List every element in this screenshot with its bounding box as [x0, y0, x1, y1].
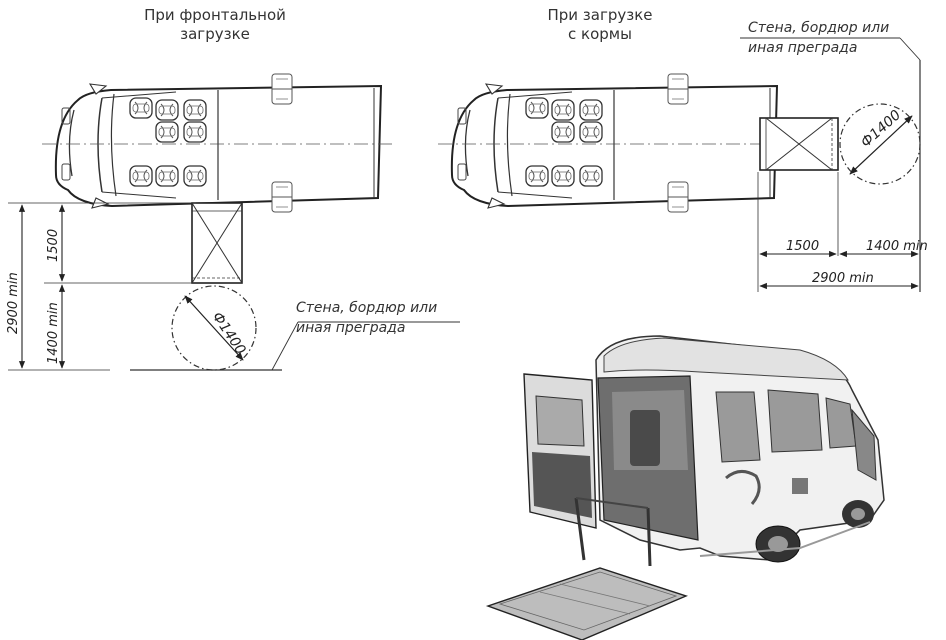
rear-dimension-lines: 1500 1400 min 2900 min	[757, 172, 928, 292]
rear-obstacle-note: Стена, бордюр или иная преграда	[748, 18, 889, 58]
front-obstacle-note: Стена, бордюр или иная преграда	[296, 298, 437, 338]
rear-dim-turn: 1400 min	[866, 239, 928, 254]
rear-obstacle-line	[740, 37, 921, 292]
front-caption-line2: загрузке	[180, 25, 250, 43]
front-dimension-lines: 1500 1400 min 2900 min	[6, 202, 196, 371]
front-loading-caption: При фронтальной загрузке	[120, 6, 310, 44]
van-photo-illustration	[485, 335, 885, 640]
rear-dim-total: 2900 min	[812, 271, 874, 286]
rear-caption-line1: При загрузке	[547, 6, 653, 24]
front-loading-van	[42, 74, 396, 212]
front-circle-label: Ф1400	[209, 309, 249, 358]
rear-obstacle-line2: иная преграда	[748, 40, 858, 56]
front-obstacle-line1: Стена, бордюр или	[296, 300, 438, 316]
front-turning-circle: Ф1400	[171, 285, 257, 371]
rear-obstacle-line1: Стена, бордюр или	[748, 20, 890, 36]
front-lift-platform	[191, 202, 243, 284]
front-obstacle-line2: иная преграда	[296, 320, 406, 336]
rear-turning-circle: Ф1400	[839, 103, 921, 185]
front-dim-ramp: 1500	[46, 229, 61, 262]
front-dim-total: 2900 min	[6, 272, 21, 334]
rear-loading-van	[438, 74, 792, 212]
rear-loading-caption: При загрузке с кормы	[520, 6, 680, 44]
rear-lift-platform	[759, 117, 839, 171]
rear-dim-ramp: 1500	[786, 239, 819, 254]
front-caption-line1: При фронтальной	[144, 6, 286, 24]
rear-caption-line2: с кормы	[568, 25, 632, 43]
front-obstacle-line	[130, 321, 460, 371]
front-dim-turn: 1400 min	[46, 302, 61, 364]
